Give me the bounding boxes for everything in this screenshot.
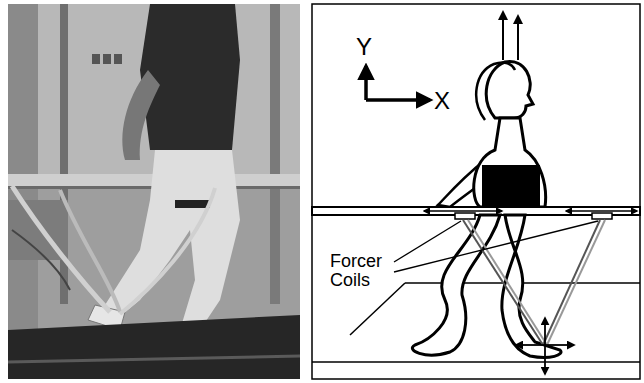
treadmill-photo	[8, 4, 300, 379]
axis-label: Y	[356, 34, 372, 59]
callout-label: Forcer Coils	[330, 252, 392, 290]
axis-label: X	[434, 88, 450, 113]
schematic	[312, 4, 640, 379]
